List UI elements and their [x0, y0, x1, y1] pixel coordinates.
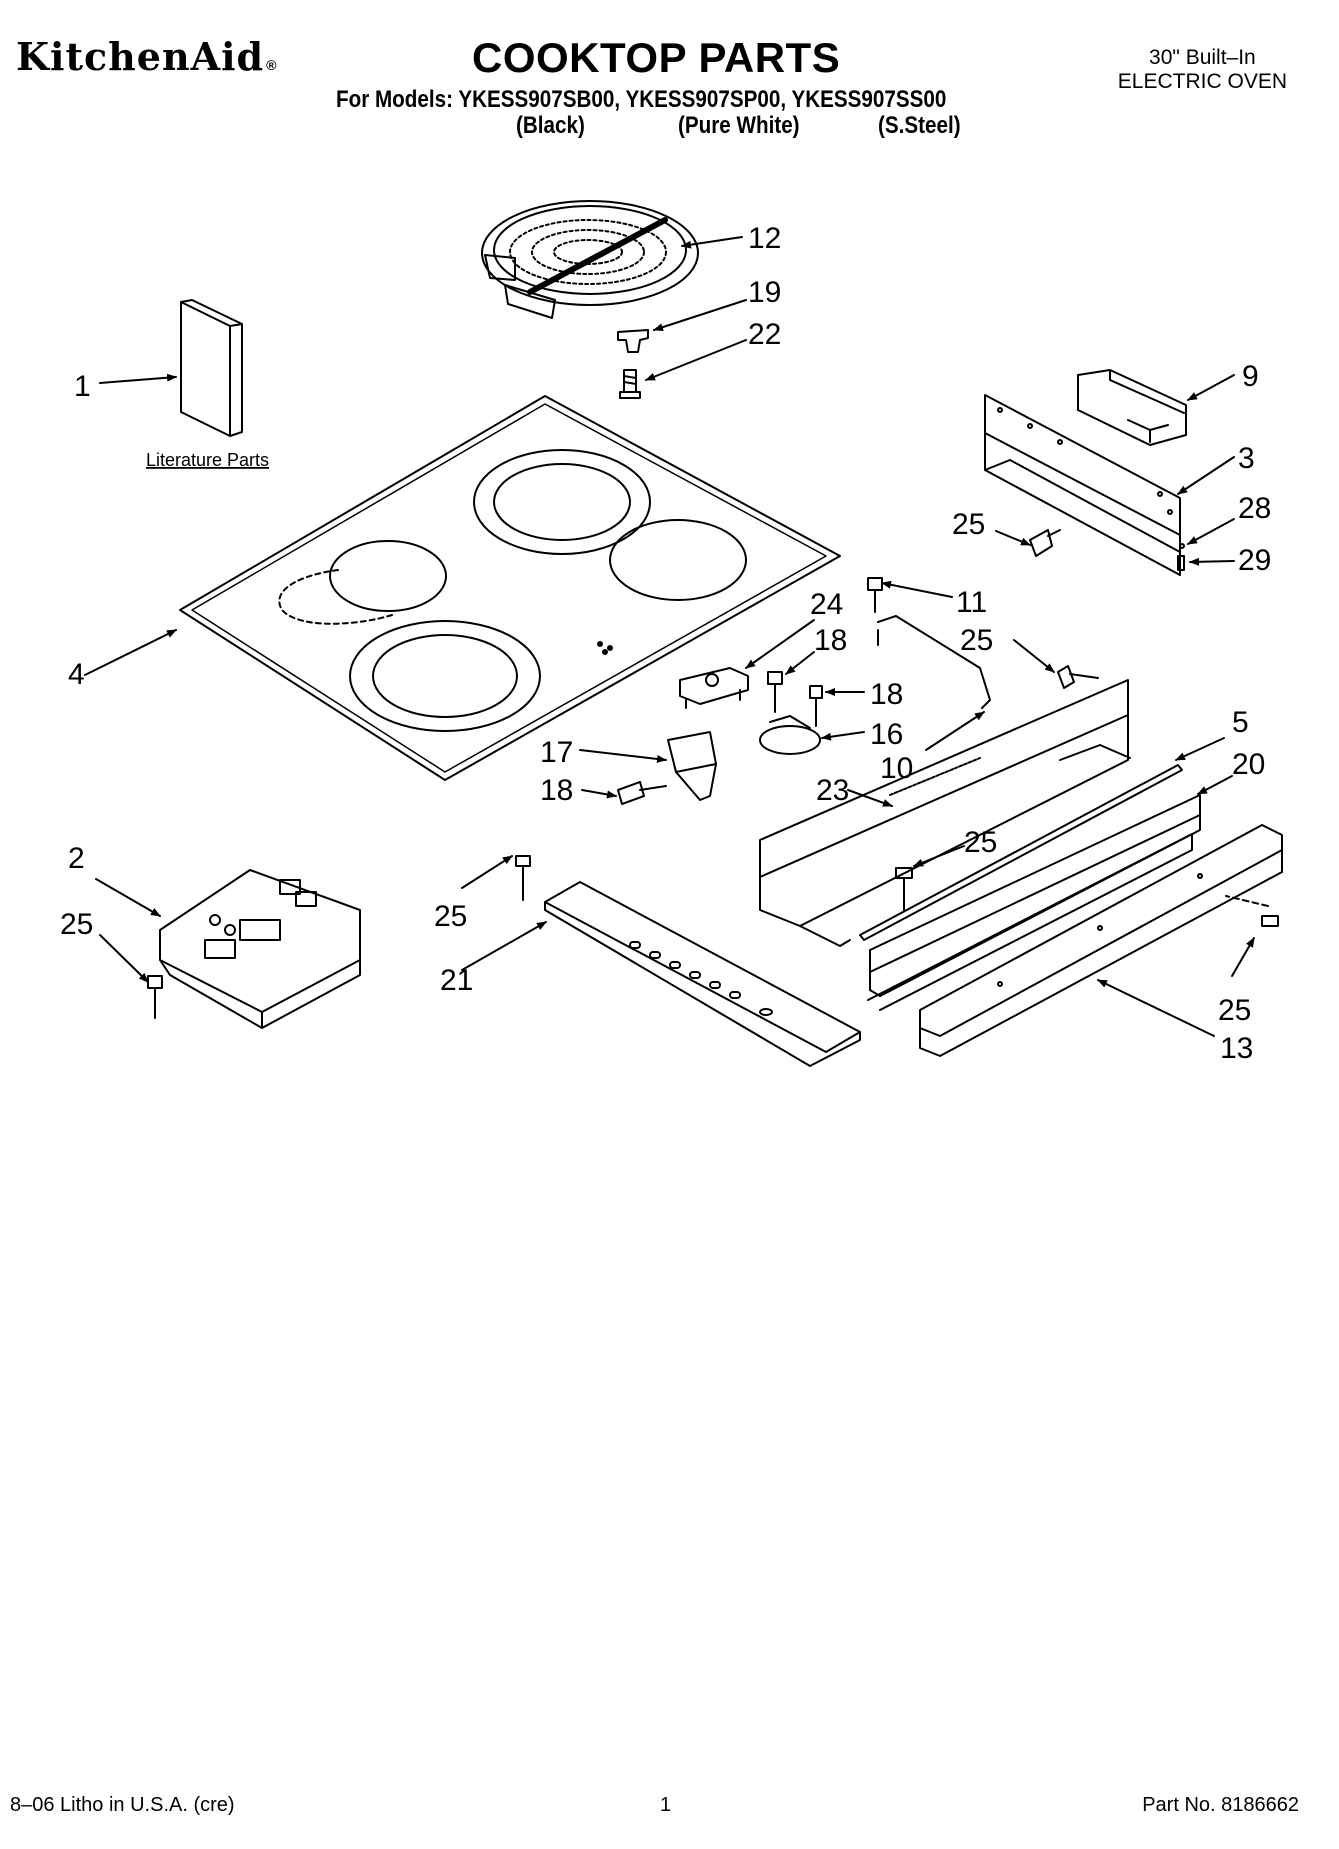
callout-24: 24: [810, 588, 843, 621]
product-line-1: 30" Built–In: [1149, 46, 1256, 69]
screw-part-22: [619, 369, 641, 399]
brand-name: KitchenAid: [16, 34, 265, 79]
literature-parts-label: Literature Parts: [146, 450, 269, 470]
callout-21: 21: [440, 964, 473, 997]
callout-25: 25: [434, 900, 467, 933]
product-type: 30" Built–In ELECTRIC OVEN: [1118, 46, 1287, 94]
screw-part: [1225, 895, 1279, 927]
callout-18: 18: [540, 774, 573, 807]
product-line-2: ELECTRIC OVEN: [1117, 70, 1287, 93]
callout-17: 17: [540, 736, 573, 769]
callout-20: 20: [1232, 748, 1265, 781]
clip-part: [617, 329, 649, 353]
callout-13: 13: [1220, 1032, 1253, 1065]
models-line: For Models: YKESS907SB00, YKESS907SP00, …: [336, 86, 947, 113]
rear-rail-part: [984, 394, 1181, 576]
sensor-part-16: [759, 715, 821, 755]
trim-strip-part: [859, 764, 1183, 941]
control-board-part: [159, 869, 361, 1029]
screw-part: [895, 867, 913, 911]
radiant-element-part: [481, 200, 699, 319]
literature-part: [180, 299, 243, 437]
callout-10: 10: [880, 752, 913, 785]
bracket-part-17: [667, 731, 717, 801]
callout-11: 11: [956, 586, 987, 619]
callout-22: 22: [748, 318, 781, 351]
wire-bracket-part: [877, 615, 991, 709]
callout-28: 28: [1238, 492, 1271, 525]
variant-stainless: (S.Steel): [878, 112, 961, 139]
screw-part: [515, 855, 531, 901]
page-number: 1: [660, 1794, 672, 1816]
screw-part: [1029, 529, 1061, 557]
callout-25: 25: [60, 908, 93, 941]
variant-black: (Black): [516, 112, 585, 139]
screw-part-18: [809, 685, 823, 727]
callout-1: 1: [74, 370, 91, 403]
front-plate-part: [544, 881, 861, 1067]
bracket-part-9: [1077, 369, 1187, 446]
screw-part: [147, 975, 163, 1019]
callout-5: 5: [1232, 706, 1249, 739]
switch-part: [679, 667, 749, 709]
callout-12: 12: [748, 222, 781, 255]
screw-part-18: [767, 671, 783, 713]
registered-mark: ®: [266, 57, 278, 73]
page-title: COOKTOP PARTS: [472, 34, 841, 81]
callout-18: 18: [814, 624, 847, 657]
part-28: [1179, 543, 1185, 549]
footer-litho: 8–06 Litho in U.S.A. (cre): [10, 1794, 235, 1816]
callout-29: 29: [1238, 544, 1271, 577]
variant-pure-white: (Pure White): [678, 112, 800, 139]
callout-2: 2: [68, 842, 85, 875]
side-rail-part: [867, 794, 1201, 1011]
bottom-rail-part: [919, 824, 1283, 1057]
front-frame-part: [759, 679, 1131, 947]
glass-cooktop-part: [179, 395, 841, 781]
callout-9: 9: [1242, 360, 1259, 393]
callout-23: 23: [816, 774, 849, 807]
callout-3: 3: [1238, 442, 1255, 475]
callout-25: 25: [1218, 994, 1251, 1027]
leader-lines: [84, 236, 1255, 1037]
screw-part: [1057, 665, 1099, 689]
screw-part-11: [867, 577, 883, 613]
callout-labels: 1 2 3 4 5 9 10 11 12 13 16 17 18 18 18 1…: [60, 222, 1271, 1065]
part-29: [1177, 555, 1185, 571]
callout-4: 4: [68, 658, 85, 691]
callout-18: 18: [870, 678, 903, 711]
part-number: Part No. 8186662: [1142, 1794, 1299, 1816]
callout-25: 25: [952, 508, 985, 541]
callout-25: 25: [960, 624, 993, 657]
callout-19: 19: [748, 276, 781, 309]
callout-25: 25: [964, 826, 997, 859]
callout-16: 16: [870, 718, 903, 751]
brand-logo: KitchenAid®: [16, 34, 277, 79]
screw-part-18: [617, 781, 667, 805]
